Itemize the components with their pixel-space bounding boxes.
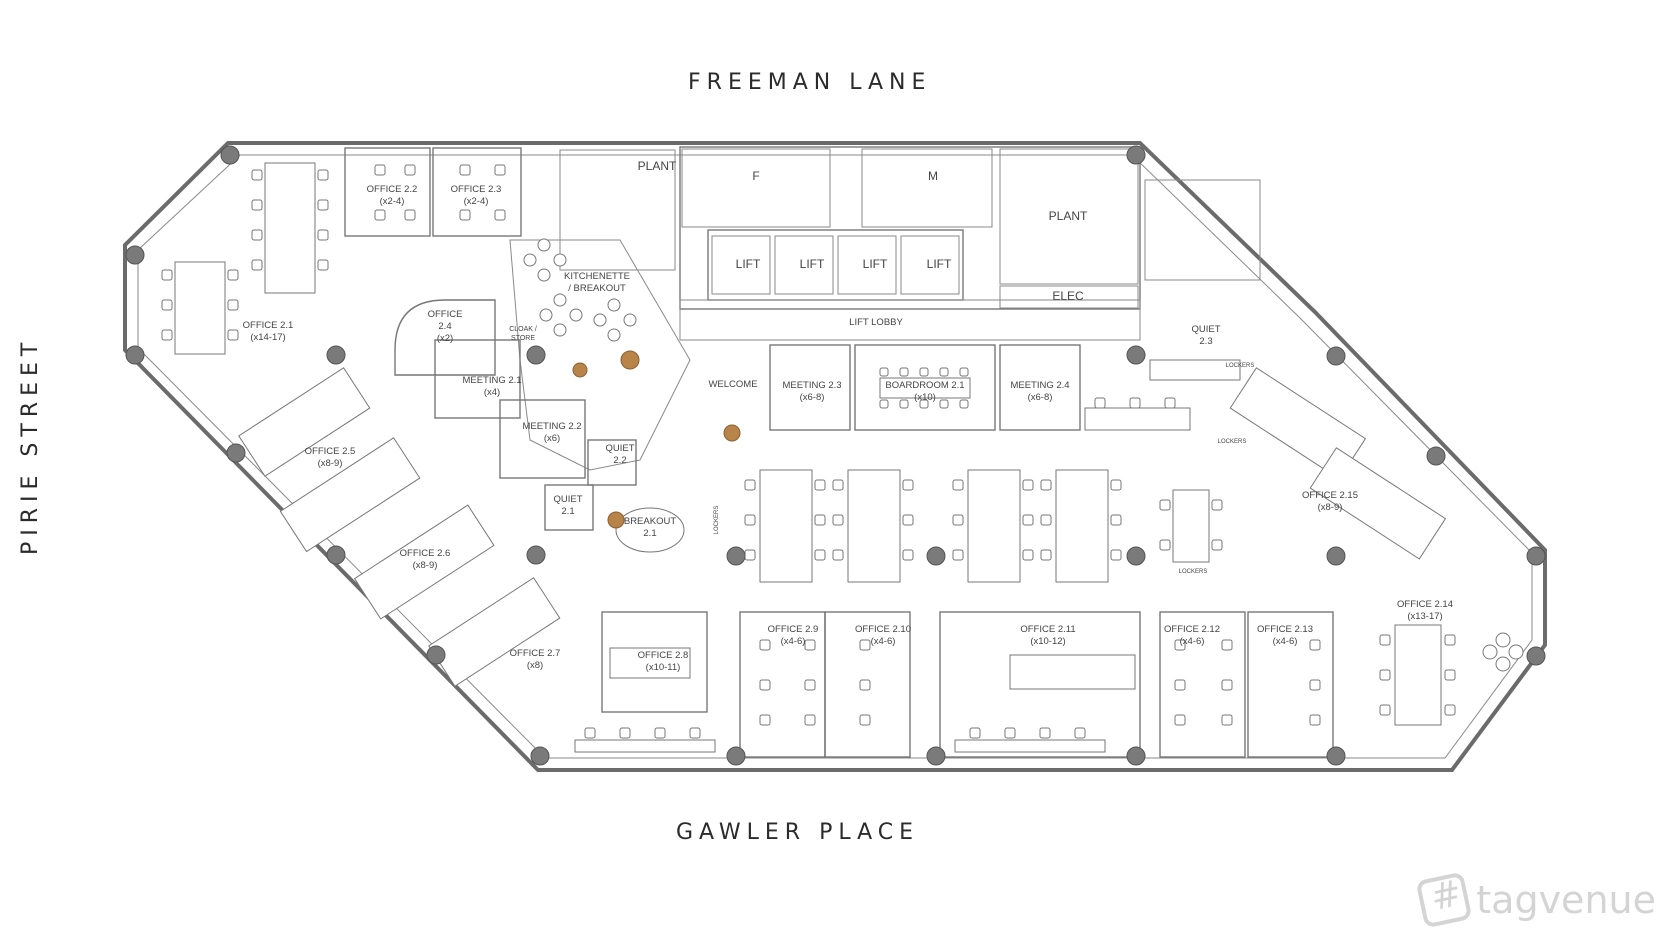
label-lockers-3: LOCKERS: [1179, 569, 1208, 575]
label-office-2-3: OFFICE 2.3(x2-4): [451, 184, 502, 207]
structural-columns: [125, 145, 1546, 766]
building-inner-outline: [137, 154, 1533, 759]
label-lift-lobby: LIFT LOBBY: [849, 317, 903, 328]
label-meeting-2-1: MEETING 2.1(x4): [462, 375, 521, 398]
chairs: [161, 164, 1524, 739]
street-label-top: FREEMAN LANE: [688, 70, 932, 95]
label-office-2-1: OFFICE 2.1(x14-17): [243, 320, 294, 343]
meeting-2-3-room: [769, 344, 851, 431]
elec-room: [999, 285, 1139, 309]
label-elec: ELEC: [1052, 289, 1084, 303]
label-lockers-1: LOCKERS: [1226, 363, 1255, 369]
breakout-table: [615, 507, 685, 553]
label-meeting-2-4: MEETING 2.4(x6-8): [1010, 380, 1069, 403]
label-cloak-store: CLOAK /STORE: [509, 326, 537, 342]
quiet-2-1-room: [544, 484, 594, 531]
label-office-2-7: OFFICE 2.7(x8): [510, 648, 561, 671]
wc-female-room: [681, 148, 831, 228]
stair-left: [559, 149, 676, 271]
office-2-11-room: [939, 611, 1141, 758]
label-lift-1: LIFT: [736, 257, 761, 271]
label-plant-2: PLANT: [1049, 209, 1088, 223]
office-2-13-room: [1247, 611, 1334, 758]
desk-clusters: [174, 162, 1447, 753]
office-2-10-room: [824, 611, 911, 758]
label-lift-4: LIFT: [927, 257, 952, 271]
label-office-2-14: OFFICE 2.14(x13-17): [1397, 599, 1453, 622]
wc-male-room: [861, 148, 993, 228]
room-labels: OFFICE 2.1(x14-17) OFFICE 2.2(x2-4) OFFI…: [243, 159, 1453, 673]
label-wc-male: M: [928, 169, 938, 183]
lift-shaft-1: [711, 235, 771, 295]
tagvenue-logo-icon: [1415, 871, 1473, 929]
label-office-2-2: OFFICE 2.2(x2-4): [367, 184, 418, 207]
label-office-2-8: OFFICE 2.8(x10-11): [638, 650, 689, 673]
boardroom-table: [879, 377, 971, 399]
watermark-brand: tagvenue: [1476, 878, 1656, 922]
lift-shaft-3: [837, 235, 897, 295]
label-wc-female: F: [752, 169, 759, 183]
plant-room-large: [999, 148, 1139, 285]
office-2-12-room: [1159, 611, 1246, 758]
lift-shaft-2: [774, 235, 834, 295]
boardroom-room: [854, 344, 996, 431]
label-lockers-2: LOCKERS: [1218, 439, 1247, 445]
watermark: tagvenue: [1415, 871, 1656, 929]
label-office-2-10: OFFICE 2.10(x4-6): [855, 624, 911, 647]
label-office-2-11: OFFICE 2.11(x10-12): [1020, 624, 1075, 647]
label-lift-3: LIFT: [863, 257, 888, 271]
label-lockers-4: LOCKERS: [714, 506, 720, 535]
quiet-2-2-room: [587, 439, 637, 486]
indoor-plants: [572, 350, 741, 529]
office-2-8-room: [601, 611, 708, 713]
meeting-2-1-room: [434, 339, 521, 419]
label-office-2-13: OFFICE 2.13(x4-6): [1257, 624, 1313, 647]
street-label-bottom: GAWLER PLACE: [676, 820, 920, 845]
label-lift-2: LIFT: [800, 257, 825, 271]
core-block: [679, 146, 1141, 310]
label-welcome: WELCOME: [708, 379, 757, 390]
label-office-2-5: OFFICE 2.5(x8-9): [305, 446, 356, 469]
label-office-2-9: OFFICE 2.9(x4-6): [768, 624, 819, 647]
kitchenette-floor: [509, 239, 691, 471]
label-boardroom-2-1: BOARDROOM 2.1(x10): [885, 380, 964, 403]
label-kitchenette: KITCHENETTE/ BREAKOUT: [564, 271, 630, 294]
meeting-2-4-room: [999, 344, 1081, 431]
lift-shaft-4: [900, 235, 960, 295]
building-outline: [123, 141, 1547, 772]
label-meeting-2-2: MEETING 2.2(x6): [522, 421, 581, 444]
label-meeting-2-3: MEETING 2.3(x6-8): [782, 380, 841, 403]
label-plant-1: PLANT: [638, 159, 677, 173]
meeting-2-2-room: [499, 399, 586, 479]
label-office-2-15: OFFICE 2.15(x8-9): [1302, 490, 1358, 513]
street-label-left: PIRIE STREET: [18, 336, 43, 555]
label-office-2-12: OFFICE 2.12(x4-6): [1164, 624, 1220, 647]
stair-right: [1144, 179, 1261, 281]
label-office-2-6: OFFICE 2.6(x8-9): [400, 548, 451, 571]
office-2-2-room: [344, 147, 431, 237]
office-2-3-room: [432, 147, 522, 237]
office-2-4-room: [394, 299, 496, 376]
lift-lobby-floor: [679, 299, 1141, 341]
